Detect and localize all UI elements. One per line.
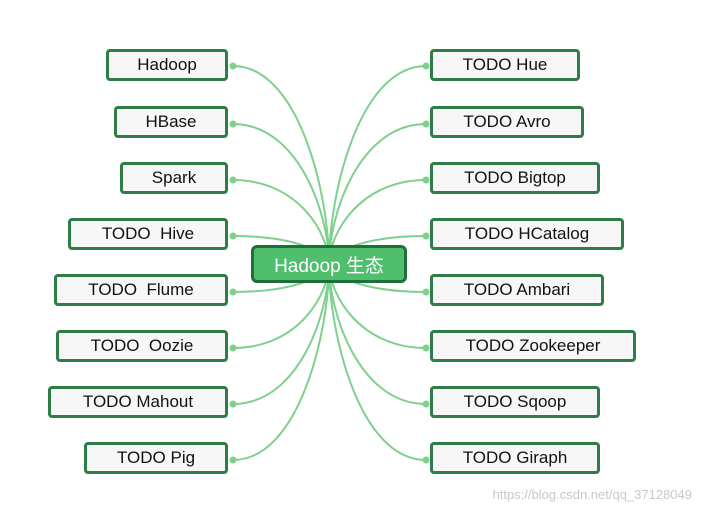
left-topic-hbase[interactable]: HBase xyxy=(114,106,228,138)
left-topic-hadoop[interactable]: Hadoop xyxy=(106,49,228,81)
right-connector-6 xyxy=(328,263,427,405)
right-connector-1 xyxy=(328,123,427,265)
left-connector-dot-7 xyxy=(229,456,237,464)
right-topic-sqoop[interactable]: TODO Sqoop xyxy=(430,386,600,418)
center-topic[interactable]: Hadoop 生态 xyxy=(251,245,407,283)
right-topic-hcatalog[interactable]: TODO HCatalog xyxy=(430,218,624,250)
right-connector-dot-5 xyxy=(422,344,430,352)
right-topic-giraph[interactable]: TODO Giraph xyxy=(430,442,600,474)
right-connector-dot-2 xyxy=(422,176,430,184)
left-connector-dot-2 xyxy=(229,176,237,184)
right-topic-hue[interactable]: TODO Hue xyxy=(430,49,580,81)
left-topic-pig[interactable]: TODO Pig xyxy=(84,442,228,474)
right-connector-dot-4 xyxy=(422,288,430,296)
left-connector-dot-4 xyxy=(229,288,237,296)
right-topic-avro[interactable]: TODO Avro xyxy=(430,106,584,138)
left-connector-dot-1 xyxy=(229,120,237,128)
right-connector-0 xyxy=(328,65,427,265)
watermark: https://blog.csdn.net/qq_37128049 xyxy=(492,487,693,502)
right-topic-bigtop[interactable]: TODO Bigtop xyxy=(430,162,600,194)
left-connector-dot-6 xyxy=(229,400,237,408)
right-topic-ambari[interactable]: TODO Ambari xyxy=(430,274,604,306)
right-connector-7 xyxy=(328,263,427,461)
left-topic-hive[interactable]: TODO Hive xyxy=(68,218,228,250)
right-connector-dot-1 xyxy=(422,120,430,128)
left-connector-dot-3 xyxy=(229,232,237,240)
right-connector-dot-7 xyxy=(422,456,430,464)
left-topic-oozie[interactable]: TODO Oozie xyxy=(56,330,228,362)
left-connector-6 xyxy=(232,263,330,405)
right-connector-dot-6 xyxy=(422,400,430,408)
left-topic-spark[interactable]: Spark xyxy=(120,162,228,194)
left-connector-dot-0 xyxy=(229,62,237,70)
left-topic-flume[interactable]: TODO Flume xyxy=(54,274,228,306)
right-topic-zookeeper[interactable]: TODO Zookeeper xyxy=(430,330,636,362)
left-connector-0 xyxy=(232,65,330,265)
right-connector-dot-3 xyxy=(422,232,430,240)
left-topic-mahout[interactable]: TODO Mahout xyxy=(48,386,228,418)
right-connector-dot-0 xyxy=(422,62,430,70)
left-connector-7 xyxy=(232,263,330,461)
left-connector-1 xyxy=(232,123,330,265)
left-connector-dot-5 xyxy=(229,344,237,352)
